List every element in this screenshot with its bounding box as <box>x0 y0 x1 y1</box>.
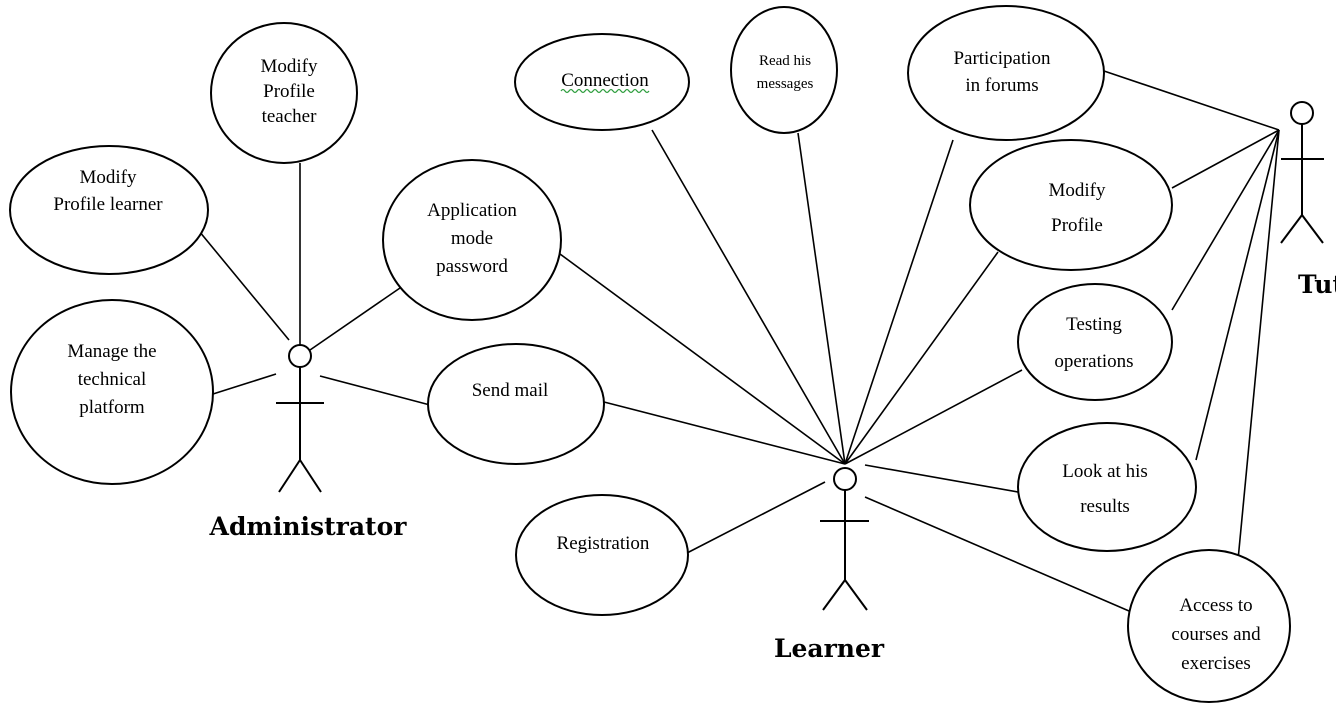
assoc-learner-testing-operations <box>844 369 1023 465</box>
use-case-label-line: Access to <box>1179 595 1252 616</box>
actor-leg-right <box>299 459 322 493</box>
use-case-label-line: messages <box>757 76 814 92</box>
use-case-label-line: mode <box>451 228 493 249</box>
use-cases: Modify Profile teacher Modify Profile le… <box>9 5 1291 703</box>
use-case-label-line: Profile <box>263 81 315 102</box>
actor-leg-left <box>278 459 301 493</box>
use-case-label-line: Application <box>427 200 517 221</box>
associations <box>198 70 1280 615</box>
use-case-label-line: Look at his <box>1062 461 1148 482</box>
use-case-modify-profile-learner: Modify Profile learner <box>9 145 209 275</box>
use-case-label-line: Participation <box>953 48 1051 69</box>
actor-label: Administrator <box>209 512 408 541</box>
use-case-label-line: teacher <box>262 106 318 127</box>
assoc-admin-application-password <box>309 287 401 351</box>
use-case-label-line: Connection <box>561 70 649 91</box>
use-case-look-results: Look at his results <box>1017 422 1197 552</box>
actor-administrator: Administrator <box>209 344 408 541</box>
use-case-label-line: Profile learner <box>53 194 163 215</box>
use-case-label-line: Modify <box>1049 180 1107 201</box>
assoc-tutor-testing-operations <box>1171 129 1280 311</box>
use-case-label-line: exercises <box>1181 653 1251 674</box>
use-case-connection: Connection <box>514 33 690 131</box>
assoc-admin-manage-platform <box>212 373 277 395</box>
spellcheck-underline <box>560 88 650 94</box>
use-case-label-line: courses and <box>1171 624 1261 645</box>
assoc-admin-send-mail <box>319 375 431 406</box>
actor-label: Learner <box>774 634 885 663</box>
actor-leg-left <box>822 579 846 611</box>
assoc-learner-application-password <box>559 253 846 465</box>
assoc-learner-modify-profile <box>844 251 999 465</box>
use-case-label-line: Manage the <box>67 341 156 362</box>
use-case-read-messages: Read his messages <box>730 6 838 134</box>
use-case-label-line: platform <box>79 397 145 418</box>
assoc-learner-connection <box>651 129 846 465</box>
use-case-label-line: Modify <box>261 56 319 77</box>
use-case-label-line: Registration <box>557 533 650 554</box>
actor-head <box>288 344 312 368</box>
actor-label: Tut <box>1298 270 1336 299</box>
actor-head <box>833 467 857 491</box>
assoc-learner-access-courses <box>864 496 1137 615</box>
assoc-learner-participation-forums <box>844 139 954 465</box>
actor-head <box>1290 101 1314 125</box>
use-case-label-line: results <box>1080 496 1130 517</box>
use-case-label-line: Modify <box>80 167 138 188</box>
actor-leg-right <box>844 579 868 611</box>
assoc-learner-registration <box>686 481 826 554</box>
use-case-application-password: Application mode password <box>382 159 562 321</box>
use-case-access-courses: Access to courses and exercises <box>1127 549 1291 703</box>
use-case-send-mail: Send mail <box>427 343 605 465</box>
assoc-admin-modify-profile-learner <box>198 230 290 341</box>
assoc-learner-look-results <box>864 464 1019 493</box>
assoc-tutor-access-courses <box>1237 129 1280 561</box>
use-case-modify-profile: Modify Profile <box>969 139 1173 271</box>
assoc-tutor-participation-forums <box>1103 70 1280 131</box>
assoc-tutor-look-results <box>1195 129 1280 461</box>
use-case-label-line: Profile <box>1051 215 1103 236</box>
use-case-modify-profile-teacher: Modify Profile teacher <box>210 22 358 164</box>
use-case-label-line: operations <box>1054 351 1133 372</box>
use-case-label-line: Read his <box>759 53 811 69</box>
actor-tutor: Tut <box>1280 101 1336 299</box>
actor-leg-left <box>1280 214 1303 244</box>
use-case-manage-platform: Manage the technical platform <box>10 299 214 485</box>
use-case-label-line: technical <box>78 369 147 390</box>
use-case-participation-forums: Participation in forums <box>907 5 1105 141</box>
assoc-tutor-modify-profile <box>1171 129 1280 189</box>
actor-learner: Learner <box>774 467 885 663</box>
use-case-label-line: Testing <box>1066 314 1122 335</box>
use-case-label-line: Send mail <box>472 380 549 401</box>
actor-leg-right <box>1301 214 1324 244</box>
use-case-testing-operations: Testing operations <box>1017 283 1173 401</box>
assoc-learner-read-messages <box>797 132 846 465</box>
use-case-label-line: in forums <box>965 75 1038 96</box>
use-case-label-line: password <box>436 256 508 277</box>
assoc-learner-send-mail <box>603 401 846 465</box>
use-case-registration: Registration <box>515 494 689 616</box>
